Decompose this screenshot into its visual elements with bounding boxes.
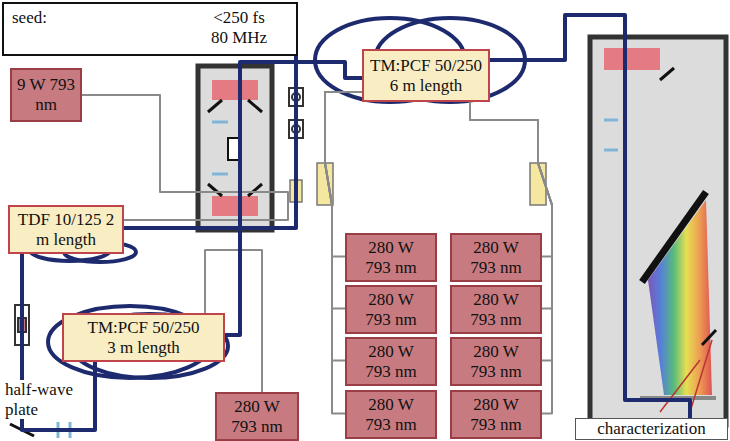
component-box: 9 W 793 nm — [10, 68, 82, 122]
box-text: <250 fs 80 MHz — [204, 8, 274, 47]
component-box: 280 W 793 nm — [345, 337, 437, 386]
fiber-connector — [124, 56, 296, 228]
box-text: 280 W 793 nm — [358, 395, 424, 434]
component-box: 280 W 793 nm — [345, 233, 437, 282]
component-box: 280 W 793 nm — [215, 392, 299, 441]
pump-fiber — [325, 92, 362, 257]
box-text: 280 W 793 nm — [358, 238, 424, 277]
box-text: 280 W 793 nm — [224, 397, 290, 436]
box-text: 280 W 793 nm — [463, 395, 529, 434]
heading-text: seed: — [12, 8, 72, 28]
box-text: 280 W 793 nm — [463, 290, 529, 329]
box-text: 280 W 793 nm — [463, 238, 529, 277]
box-text: 280 W 793 nm — [358, 290, 424, 329]
box-text: characterization — [582, 419, 722, 439]
component-box: TDF 10/125 2 m length — [8, 205, 124, 254]
component-box: 280 W 793 nm — [450, 233, 542, 282]
component-box: 280 W 793 nm — [450, 337, 542, 386]
box-text: 280 W 793 nm — [463, 342, 529, 381]
component-box: TM:PCF 50/250 6 m length — [362, 49, 490, 102]
output-box: characterization — [575, 418, 728, 440]
component-box: 280 W 793 nm — [345, 390, 437, 439]
compressor-module — [590, 37, 726, 425]
box-text: TM:PCF 50/250 6 m length — [365, 56, 487, 95]
component-box: 280 W 793 nm — [345, 285, 437, 334]
box-text: 280 W 793 nm — [358, 342, 424, 381]
component-box: 280 W 793 nm — [450, 390, 542, 439]
fiber-connector — [225, 62, 362, 335]
box-text: TM:PCF 50/250 3 m length — [83, 318, 205, 357]
component-box: TM:PCF 50/250 3 m length — [62, 313, 225, 362]
pump-module — [198, 66, 272, 230]
seed-laser-box: seed: <250 fs 80 MHz — [2, 2, 298, 56]
pump-fiber — [82, 95, 288, 220]
box-text: TDF 10/125 2 m length — [16, 210, 116, 249]
component-box: 280 W 793 nm — [450, 285, 542, 334]
box-text: 9 W 793 nm — [13, 75, 79, 114]
component-label: half-wave plate — [3, 380, 81, 419]
isolator — [15, 88, 303, 345]
